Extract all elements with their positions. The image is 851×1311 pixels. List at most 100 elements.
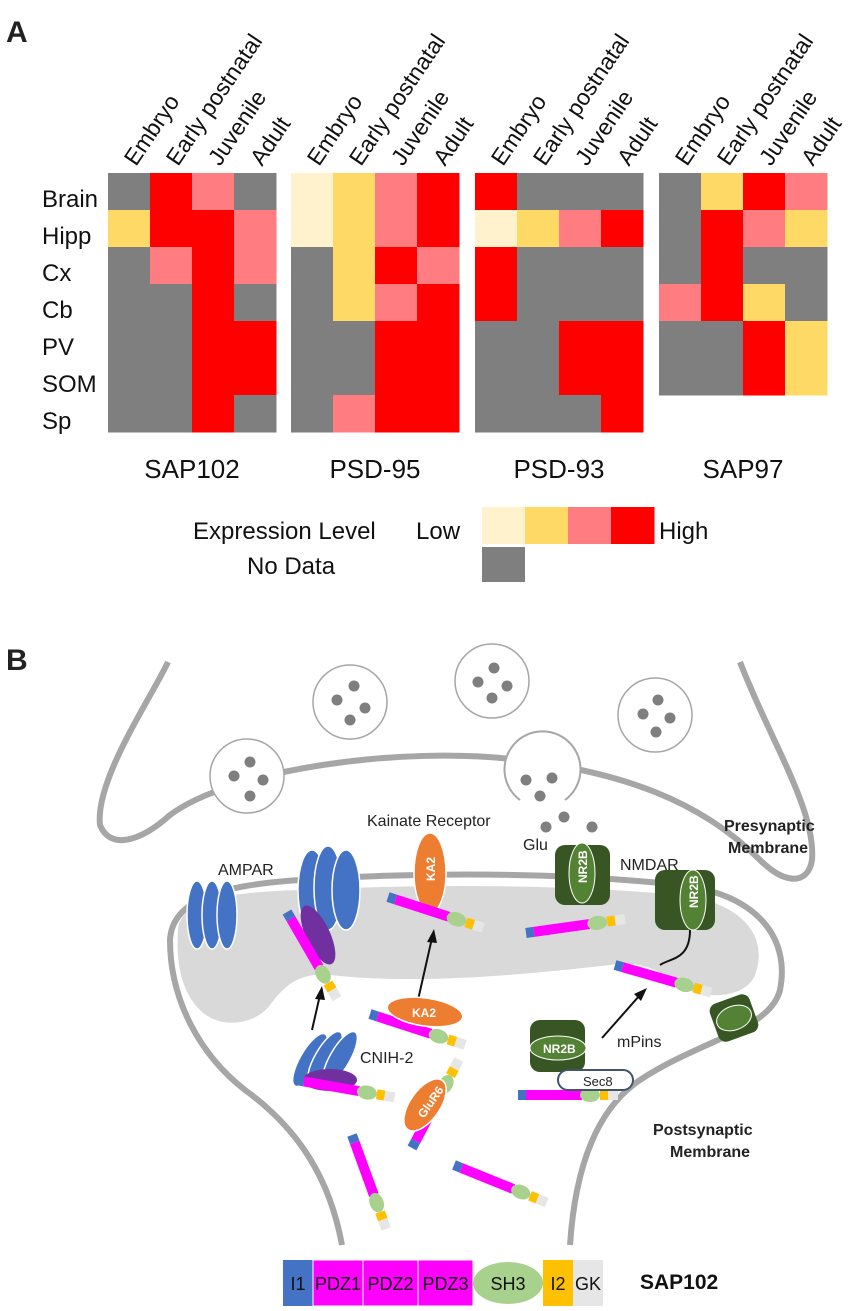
heatmap-cell bbox=[743, 284, 786, 322]
domain-pdz3 bbox=[417, 1259, 474, 1307]
heatmap-cell bbox=[192, 247, 235, 285]
heatmap-cell bbox=[475, 247, 518, 285]
legend-no-data-swatch bbox=[482, 547, 525, 582]
heatmap-cell bbox=[701, 173, 744, 211]
heatmap-cell bbox=[375, 321, 418, 359]
region-label-pv: PV bbox=[42, 334, 74, 361]
heatmap-cell bbox=[333, 173, 376, 211]
heatmap-cell bbox=[659, 173, 702, 211]
region-label-cx: Cx bbox=[42, 260, 71, 287]
region-label-sp: Sp bbox=[42, 408, 71, 435]
sec8-label: Sec8 bbox=[583, 1074, 613, 1089]
nr2b-label: NR2B bbox=[687, 875, 701, 908]
postsynaptic-label-line2: Membrane bbox=[670, 1144, 750, 1161]
postsynaptic-label-line1: Postsynaptic bbox=[653, 1122, 753, 1139]
heatmap-cell bbox=[417, 321, 460, 359]
legend-no-data-label: No Data bbox=[247, 553, 336, 580]
heatmap-cell bbox=[150, 173, 193, 211]
heatmap-cell bbox=[375, 358, 418, 396]
kainate-receptor-complex: KA2 bbox=[367, 996, 468, 1052]
heatmap-cell bbox=[375, 247, 418, 285]
heatmap-cell bbox=[192, 284, 235, 322]
mpins-label: mPins bbox=[617, 1034, 661, 1051]
heatmap-cell bbox=[517, 395, 560, 433]
heatmap-cell bbox=[417, 247, 460, 285]
kainate-receptor-complex: KA2 bbox=[385, 832, 486, 935]
heatmap-cell bbox=[150, 358, 193, 396]
heatmap-cell bbox=[559, 358, 602, 396]
heatmap-cell bbox=[601, 395, 644, 433]
heatmap-cell bbox=[234, 247, 277, 285]
heatmap-cell bbox=[150, 284, 193, 322]
heatmap-cell bbox=[517, 210, 560, 248]
heatmap-cell bbox=[108, 284, 151, 322]
heatmap-cell bbox=[785, 321, 828, 359]
heatmap-cell bbox=[601, 321, 644, 359]
heatmap-cell bbox=[234, 210, 277, 248]
heatmap-cell bbox=[475, 284, 518, 322]
heatmap-cell bbox=[559, 321, 602, 359]
heatmap-cell bbox=[291, 247, 334, 285]
heatmap-cell bbox=[417, 395, 460, 433]
heatmap-cell bbox=[291, 173, 334, 211]
heatmap-cell bbox=[601, 247, 644, 285]
vesicle bbox=[617, 677, 693, 753]
heatmap-cell bbox=[475, 395, 518, 433]
heatmap-cell bbox=[517, 284, 560, 322]
panel-b-letter: B bbox=[6, 644, 28, 677]
heatmap-cell bbox=[417, 173, 460, 211]
ampar-label: AMPAR bbox=[218, 862, 274, 879]
legend-swatch bbox=[611, 507, 655, 544]
heatmap-cell bbox=[333, 284, 376, 322]
heatmap-cell bbox=[234, 358, 277, 396]
heatmap-cell bbox=[375, 173, 418, 211]
heatmap-cell bbox=[192, 395, 235, 433]
domain-label: GK bbox=[575, 1274, 601, 1294]
heatmap-cell bbox=[785, 247, 828, 285]
heatmap-cell bbox=[108, 321, 151, 359]
heatmap-cell bbox=[375, 395, 418, 433]
heatmap-cell bbox=[417, 358, 460, 396]
glutamate-dot bbox=[558, 811, 570, 823]
heatmap-cell bbox=[559, 247, 602, 285]
heatmap-cell bbox=[291, 358, 334, 396]
heatmap-cell bbox=[743, 173, 786, 211]
domain-gk bbox=[573, 1260, 603, 1306]
heatmap-cell bbox=[108, 210, 151, 248]
ka2-label: KA2 bbox=[424, 857, 438, 881]
heatmap-cell bbox=[559, 173, 602, 211]
legend-swatch bbox=[568, 507, 612, 544]
vesicles bbox=[209, 643, 693, 833]
heatmap-cell bbox=[108, 358, 151, 396]
presynaptic-membrane bbox=[96, 660, 816, 882]
heatmap-cell bbox=[192, 173, 235, 211]
heatmap-cell bbox=[291, 210, 334, 248]
region-label-cb: Cb bbox=[42, 297, 73, 324]
heatmap-cell bbox=[701, 284, 744, 322]
ka2-label: KA2 bbox=[412, 1006, 436, 1020]
heatmap-cell bbox=[701, 321, 744, 359]
domain-label: PDZ1 bbox=[315, 1274, 361, 1294]
heatmap-cell bbox=[743, 358, 786, 396]
region-label-brain: Brain bbox=[42, 186, 98, 213]
heatmap-cell bbox=[150, 210, 193, 248]
heatmap-cell bbox=[559, 284, 602, 322]
heatmap-cell bbox=[150, 321, 193, 359]
domain-label: PDZ2 bbox=[367, 1274, 413, 1294]
heatmap-cell bbox=[192, 210, 235, 248]
region-labels: Brain Hipp Cx Cb PV SOM Sp bbox=[42, 186, 98, 435]
heatmap-cell bbox=[333, 395, 376, 433]
heatmap-cell bbox=[475, 358, 518, 396]
legend-high-label: High bbox=[659, 518, 708, 545]
ampar-bound-complex bbox=[280, 845, 361, 1003]
heatmap-cell bbox=[517, 247, 560, 285]
presynaptic-label-line2: Membrane bbox=[728, 840, 808, 857]
heatmap-cell bbox=[234, 173, 277, 211]
heatmap-cell bbox=[333, 247, 376, 285]
nmdar-complex: NR2B bbox=[613, 869, 715, 1000]
